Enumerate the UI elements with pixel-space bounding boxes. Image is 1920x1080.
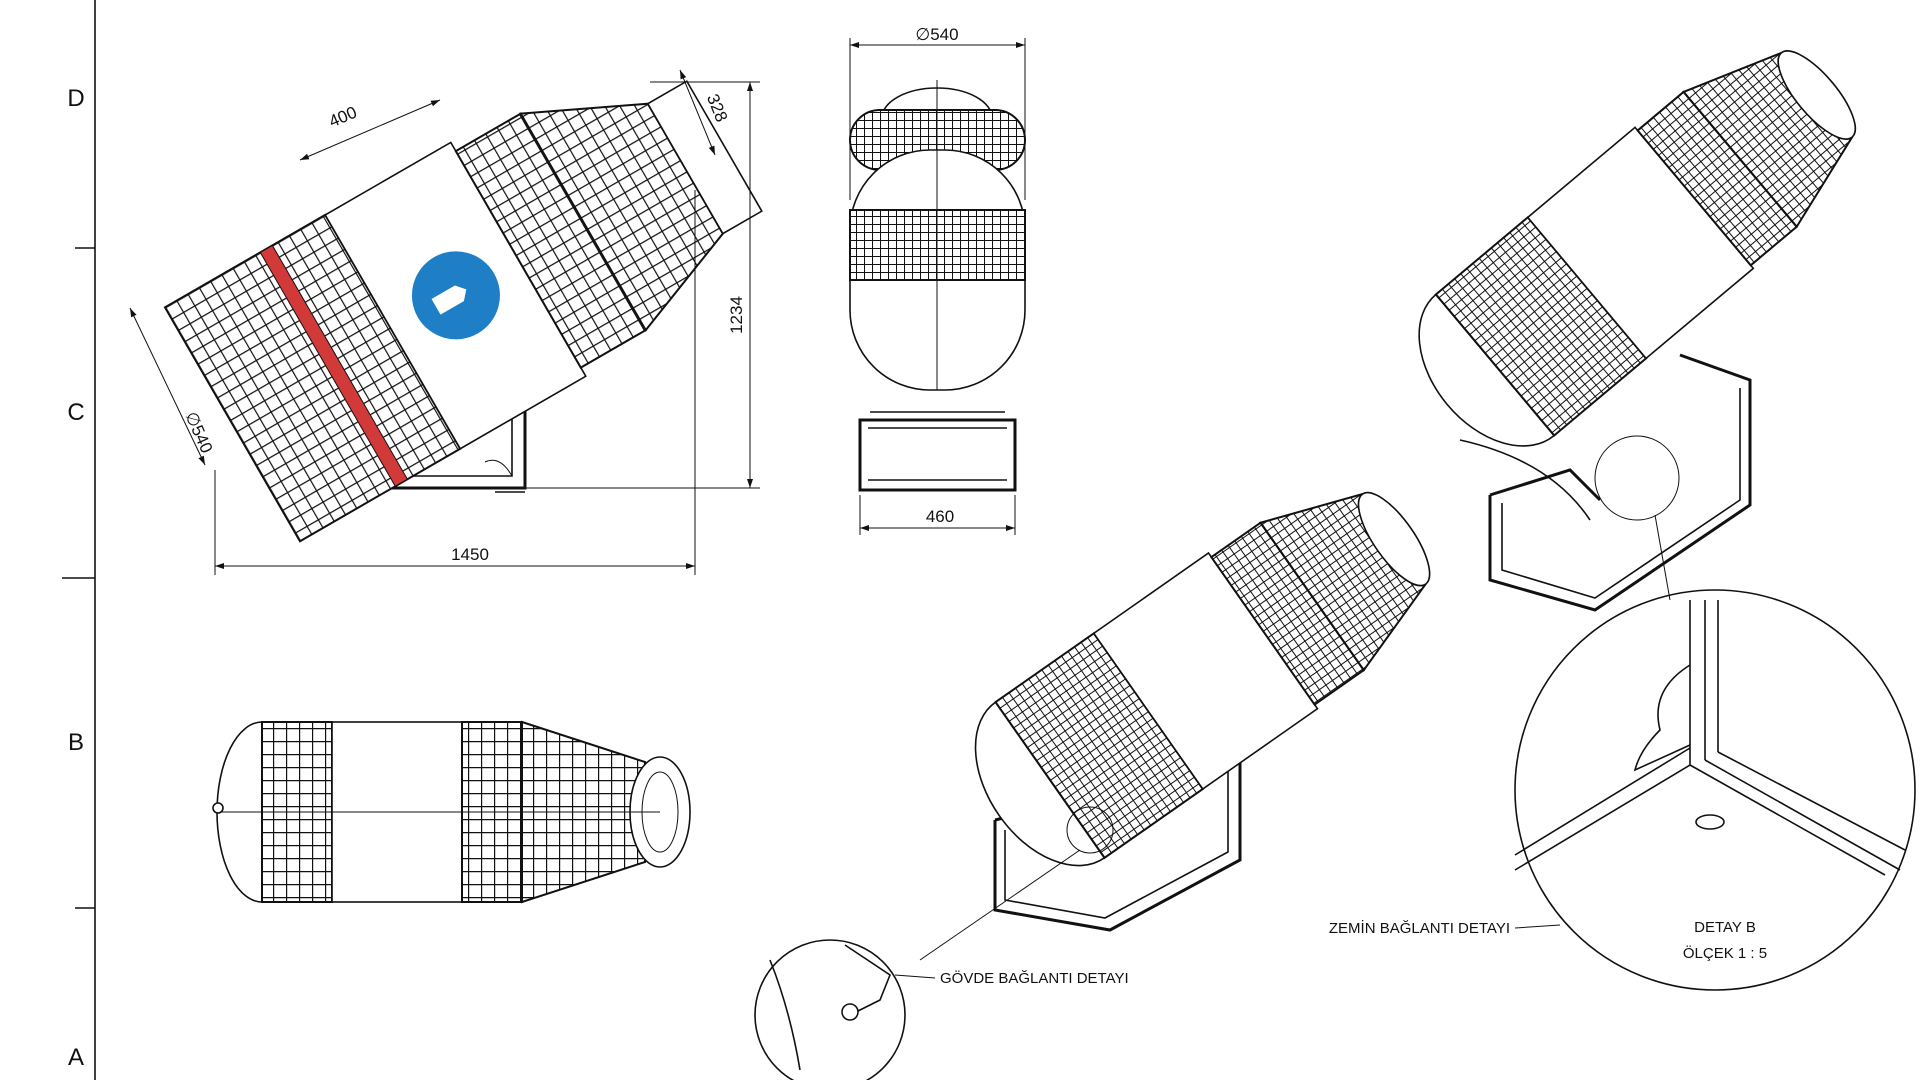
isometric-center-view	[919, 491, 1431, 961]
detail-b-title: DETAY B	[1694, 919, 1756, 936]
side-view: 400 328 ∅540 1234 1450	[129, 69, 763, 575]
bottle-glyph-icon	[431, 285, 467, 315]
zone-label-a: A	[68, 1044, 84, 1071]
dim-front-diameter: ∅540	[915, 25, 958, 44]
dim-1450: 1450	[451, 545, 489, 564]
body-connection-detail: GÖVDE BAĞLANTI DETAYI	[754, 939, 1129, 1080]
horizontal-view	[212, 720, 691, 904]
detail-b: ZEMİN BAĞLANTI DETAYI DETAY B ÖLÇEK 1 : …	[1329, 589, 1916, 991]
dim-side-diameter: ∅540	[181, 409, 216, 456]
dim-1234: 1234	[727, 296, 746, 334]
isometric-right-view	[1418, 50, 1857, 612]
dim-400: 400	[326, 103, 360, 132]
side-body	[163, 80, 763, 543]
zone-label-d: D	[67, 85, 84, 112]
zone-label-c: C	[67, 399, 84, 426]
floor-connection-note: ZEMİN BAĞLANTI DETAYI	[1329, 919, 1510, 937]
zone-strip: D C B A	[62, 0, 96, 1080]
body-connection-note: GÖVDE BAĞLANTI DETAYI	[940, 969, 1129, 987]
front-view: ∅540 460	[849, 25, 1026, 535]
detail-b-scale: ÖLÇEK 1 : 5	[1683, 944, 1767, 962]
side-mouth-ring	[646, 80, 763, 235]
dim-460: 460	[926, 507, 954, 526]
side-red-stripe	[259, 244, 409, 487]
zone-label-b: B	[68, 729, 84, 756]
